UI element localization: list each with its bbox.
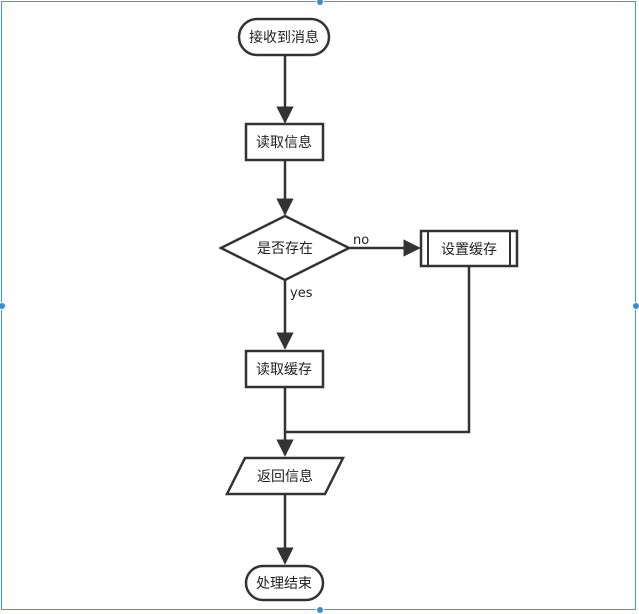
resize-handle-top[interactable] xyxy=(316,0,324,6)
node-end[interactable]: 处理结束 xyxy=(244,564,325,602)
resize-handle-left[interactable] xyxy=(0,302,6,310)
node-return-info[interactable]: 返回信息 xyxy=(224,456,346,496)
node-decision[interactable]: 是否存在 xyxy=(218,214,352,282)
node-read-info-label: 读取信息 xyxy=(256,134,312,151)
node-start[interactable]: 接收到消息 xyxy=(237,17,331,57)
node-decision-label: 是否存在 xyxy=(257,241,313,257)
node-read-info[interactable]: 读取信息 xyxy=(244,122,325,162)
node-set-cache[interactable]: 设置缓存 xyxy=(419,229,519,268)
node-return-info-label: 返回信息 xyxy=(257,468,313,485)
node-read-cache[interactable]: 读取缓存 xyxy=(244,349,325,389)
resize-handle-right[interactable] xyxy=(632,302,639,310)
edge-label-no: no xyxy=(353,233,369,248)
edge-set-cache-to-merge xyxy=(285,267,471,434)
node-start-label: 接收到消息 xyxy=(249,29,319,46)
node-set-cache-label: 设置缓存 xyxy=(441,242,497,258)
node-read-cache-label: 读取缓存 xyxy=(256,361,312,378)
edge-label-yes: yes xyxy=(290,286,313,301)
node-end-label: 处理结束 xyxy=(256,576,312,592)
